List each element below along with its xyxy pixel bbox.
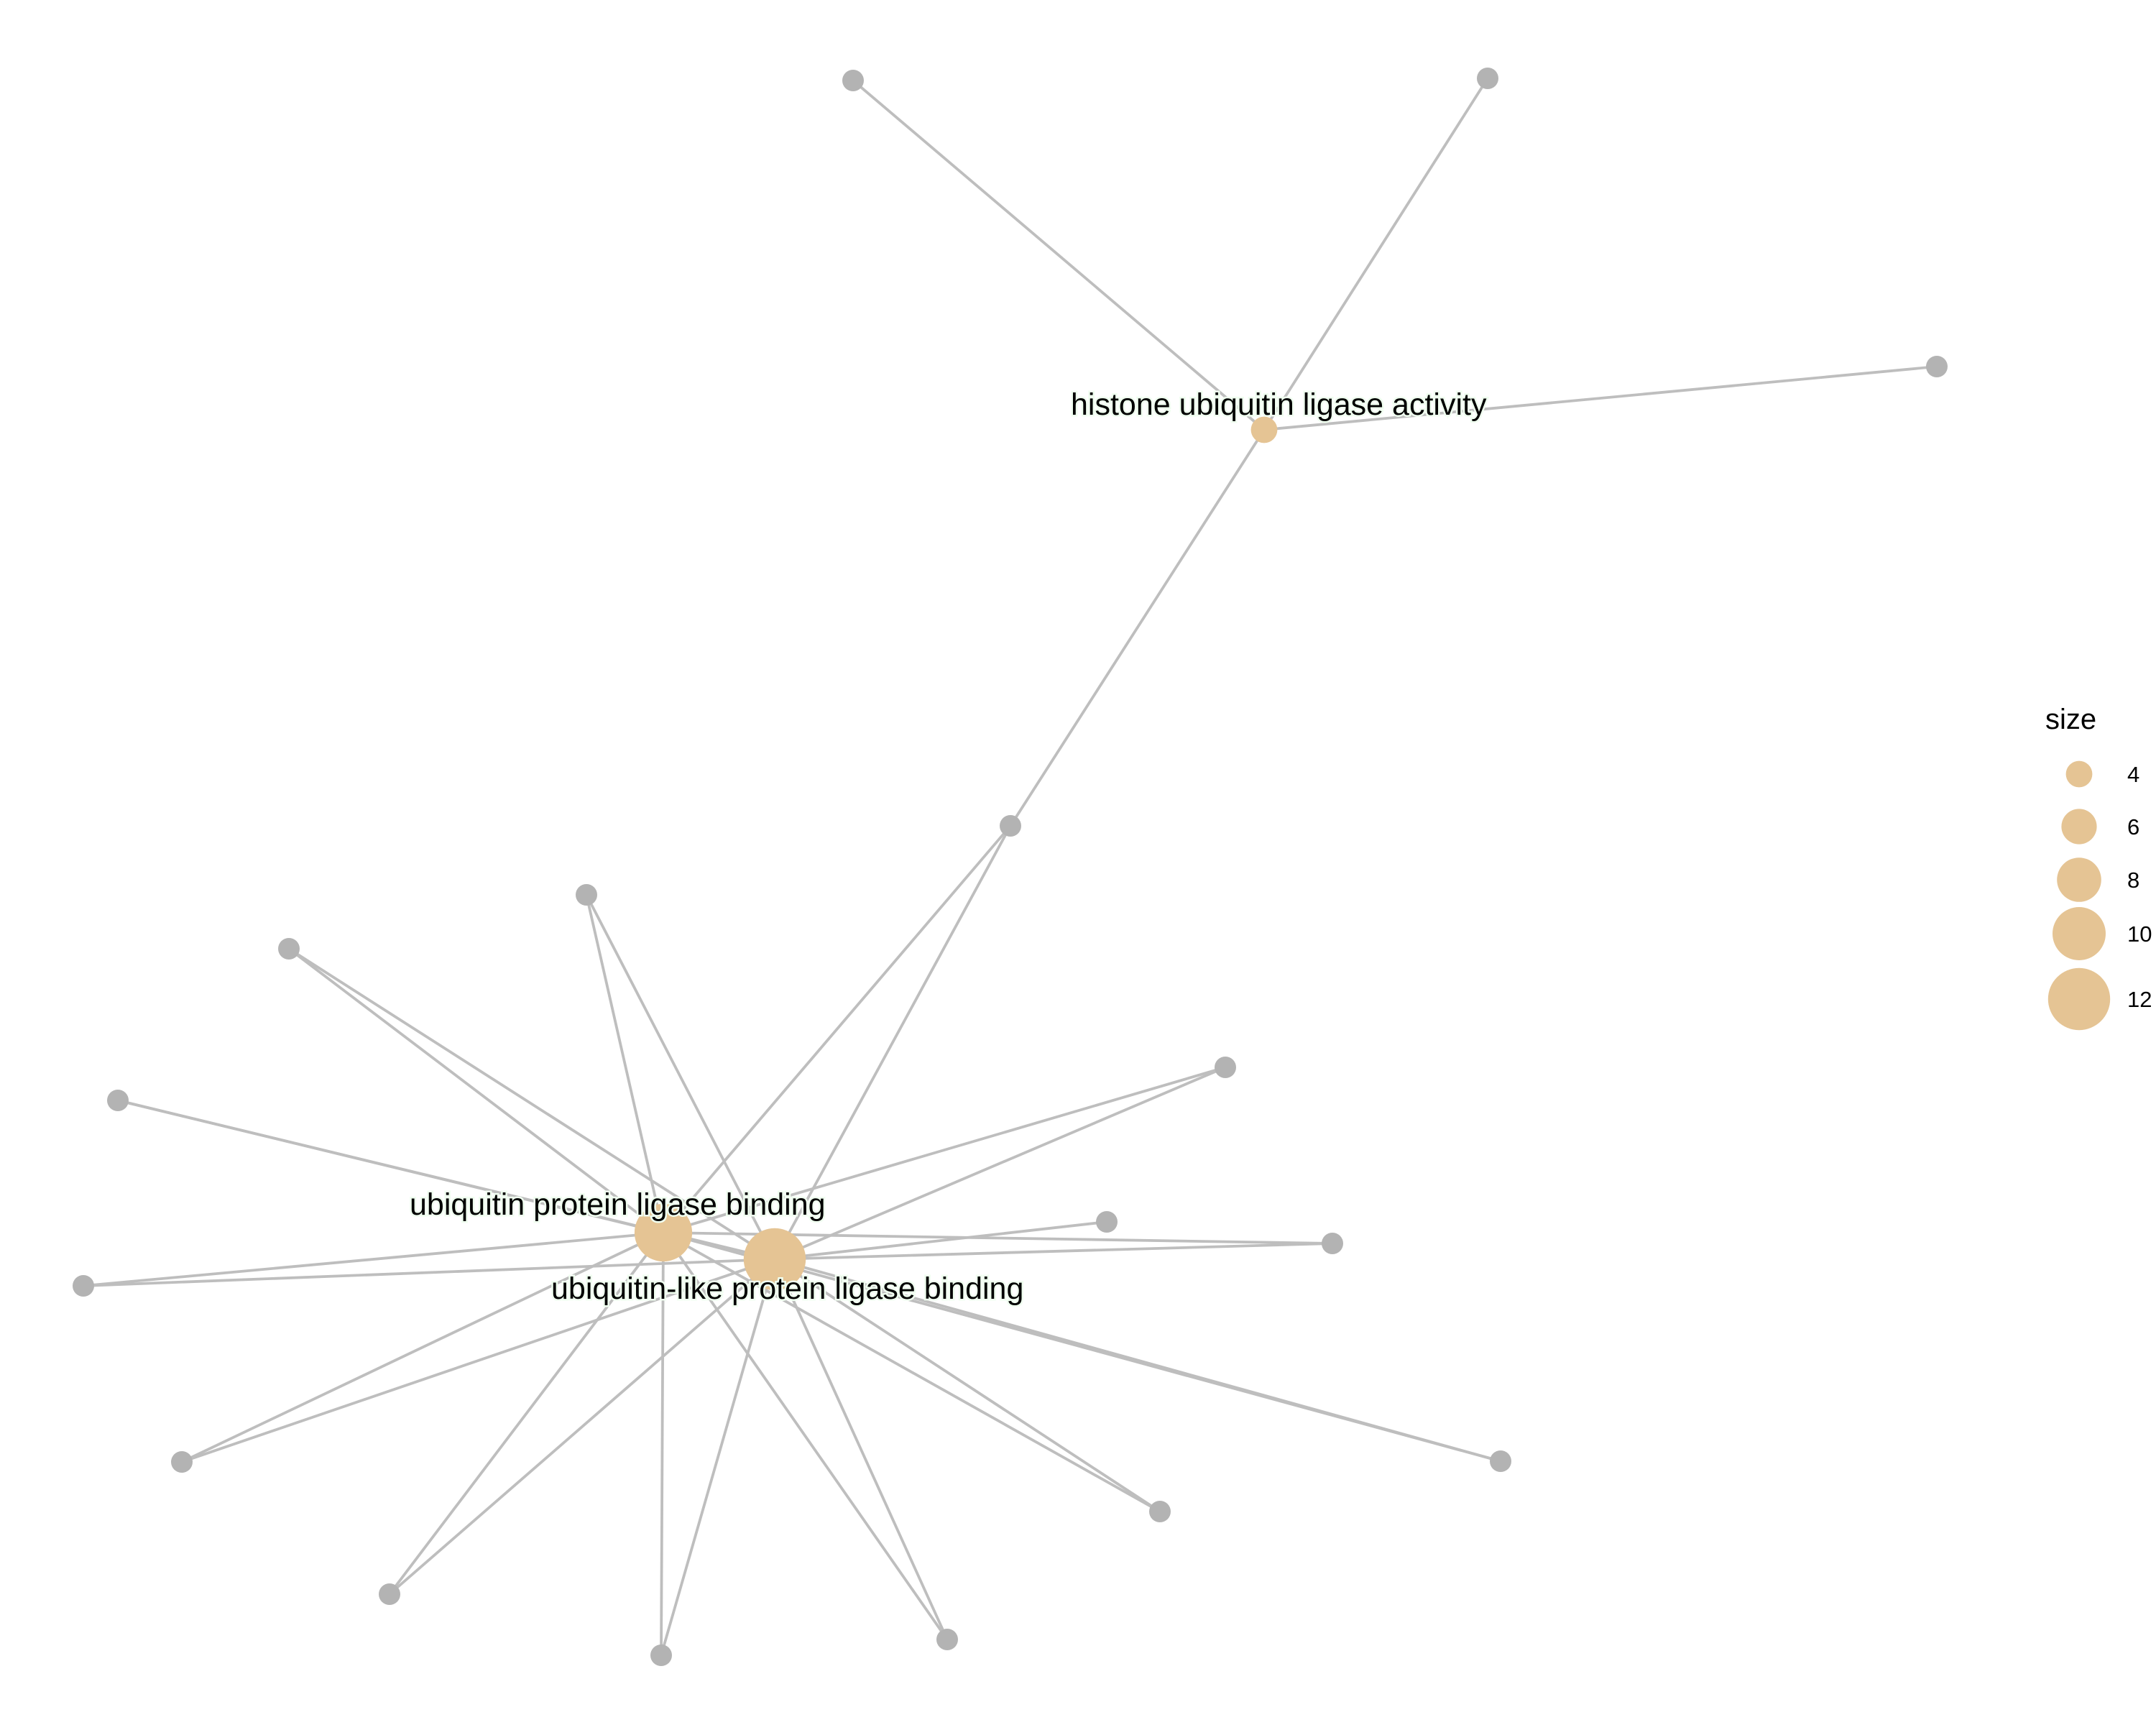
edge-t3-g17 <box>774 1220 1107 1261</box>
term-label-t3: ubiquitin-like protein ligase binding <box>551 1271 1023 1306</box>
legend-key-circle-4 <box>2065 760 2093 788</box>
edge-t2-g6 <box>287 947 665 1234</box>
term-node-t2 <box>634 1203 693 1262</box>
edge-t3-g5 <box>585 894 776 1260</box>
legend-key-circle-8 <box>2057 857 2101 902</box>
edge-t2-g13 <box>663 1231 1161 1513</box>
edge-t3-g9 <box>83 1258 775 1287</box>
gene-node-g9 <box>73 1275 94 1297</box>
gene-node-g17 <box>1096 1211 1118 1233</box>
edge-t2-g8 <box>663 1066 1226 1234</box>
legend-key-label-10: 10 <box>2127 921 2152 947</box>
legend-key-circle-10 <box>2053 907 2106 960</box>
legend-key-label-8: 8 <box>2127 868 2139 893</box>
node-layer <box>73 68 1948 1666</box>
gene-node-g6 <box>278 938 300 960</box>
size-legend: size 4 6 8 10 12 <box>2045 704 2152 1031</box>
edge-t2-g14 <box>388 1231 665 1596</box>
edge-t3-g13 <box>773 1258 1161 1513</box>
gene-node-g12 <box>1490 1450 1511 1472</box>
term-label-t1: histone ubiquitin ligase activity <box>1071 387 1487 422</box>
edge-t1-g2 <box>1263 77 1489 431</box>
edge-t3-g15 <box>660 1259 776 1656</box>
edge-layer <box>83 77 1938 1656</box>
gene-node-g2 <box>1477 68 1498 89</box>
gene-node-g10 <box>1322 1233 1343 1254</box>
gene-node-g16 <box>936 1629 958 1650</box>
edge-t3-g12 <box>774 1258 1501 1463</box>
gene-node-g15 <box>650 1644 672 1666</box>
edge-t2-g4 <box>662 824 1012 1234</box>
gene-node-g7 <box>107 1090 129 1111</box>
edge-t2-g15 <box>660 1232 665 1656</box>
legend-key-label-4: 4 <box>2127 762 2139 787</box>
gene-node-g4 <box>1000 815 1021 837</box>
legend-key-circle-12 <box>2047 967 2111 1031</box>
term-node-t3 <box>743 1228 806 1291</box>
legend-key-circle-6 <box>2061 809 2097 845</box>
edge-t2-g9 <box>83 1231 664 1287</box>
edge-t3-g16 <box>773 1259 949 1640</box>
gene-node-g14 <box>379 1583 400 1605</box>
edge-t1-g4 <box>1009 428 1266 827</box>
edge-t3-g14 <box>388 1258 776 1596</box>
edge-t2-g5 <box>585 894 665 1233</box>
gene-node-g8 <box>1215 1057 1236 1078</box>
edge-t3-g6 <box>287 947 776 1261</box>
legend-title: size <box>2045 704 2096 735</box>
label-layer: histone ubiquitin ligase activity ubiquit… <box>408 386 1489 1308</box>
term-node-t1 <box>1250 416 1278 443</box>
gene-node-g1 <box>842 70 864 91</box>
legend-key-label-12: 12 <box>2127 987 2152 1012</box>
term-label-t2: ubiquitin protein ligase binding <box>410 1187 826 1222</box>
edge-t1-g1 <box>852 79 1266 431</box>
gene-node-g3 <box>1926 356 1948 377</box>
gene-node-g5 <box>576 884 597 906</box>
edge-t3-g10 <box>774 1242 1333 1261</box>
edge-t3-g11 <box>181 1258 775 1463</box>
edge-t3-g8 <box>774 1066 1226 1261</box>
edge-t2-g16 <box>662 1231 949 1641</box>
legend-key-label-6: 6 <box>2127 814 2139 840</box>
gene-node-g11 <box>171 1451 193 1473</box>
edge-t1-g3 <box>1263 365 1938 431</box>
edge-t2-g11 <box>181 1231 664 1463</box>
gene-node-g13 <box>1149 1501 1171 1522</box>
